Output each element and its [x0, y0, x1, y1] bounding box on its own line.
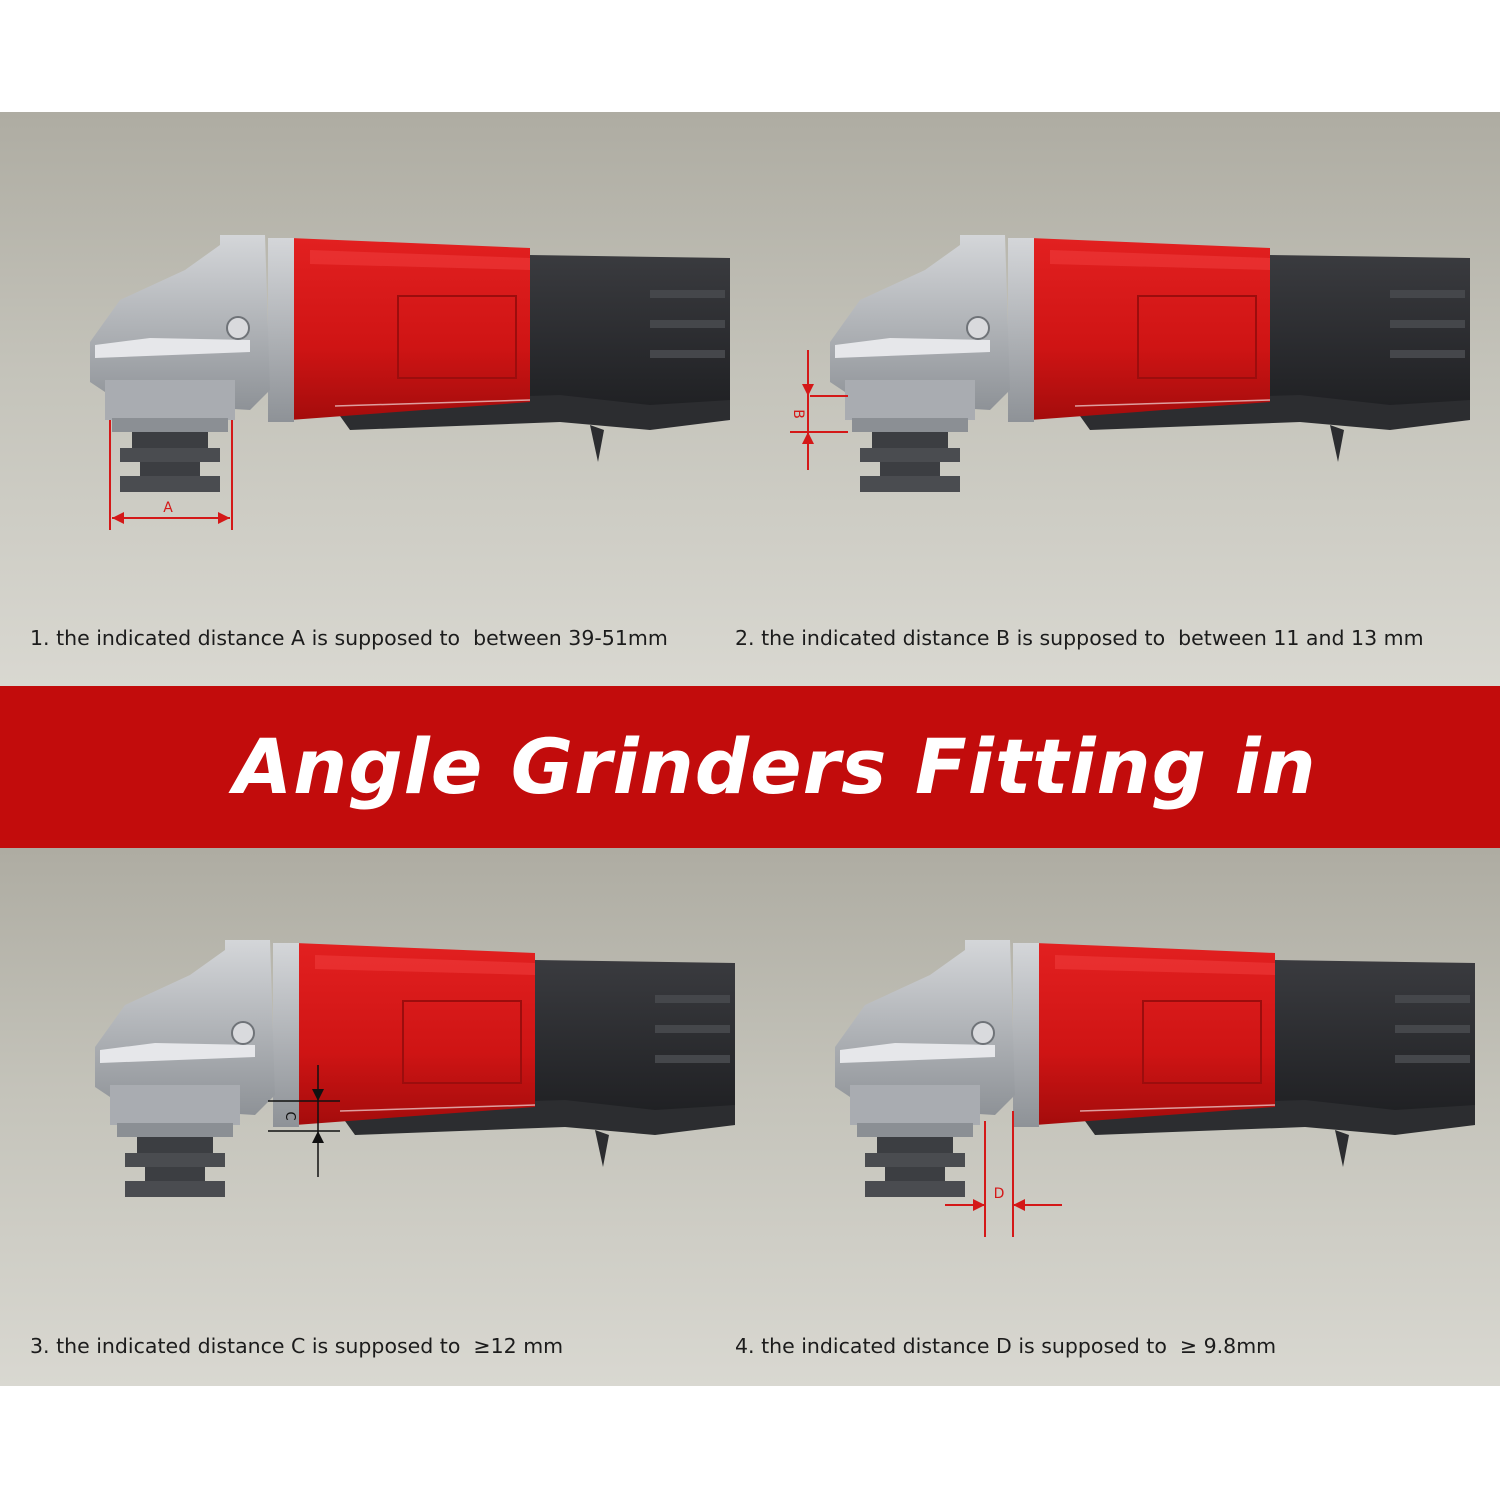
page-title: Angle Grinders Fitting in — [233, 722, 1317, 811]
panel-2-caption: 2. the indicated distance B is supposed … — [735, 626, 1424, 650]
panel-1-caption: 1. the indicated distance A is supposed … — [30, 626, 668, 650]
dimension-label-a: A — [163, 500, 173, 516]
dimension-label-c: C — [282, 1111, 297, 1120]
panel-3-diagram: C — [0, 925, 740, 1245]
title-banner: Angle Grinders Fitting in — [0, 686, 1500, 848]
panel-2-diagram: B — [760, 220, 1500, 540]
dimension-label-d: D — [994, 1186, 1005, 1202]
dimension-label-b: B — [790, 409, 806, 419]
panel-1-diagram: A — [0, 220, 740, 540]
panel-3-caption: 3. the indicated distance C is supposed … — [30, 1334, 564, 1358]
panel-4-caption: 4. the indicated distance D is supposed … — [735, 1334, 1277, 1358]
panel-4-diagram: D — [760, 925, 1500, 1245]
